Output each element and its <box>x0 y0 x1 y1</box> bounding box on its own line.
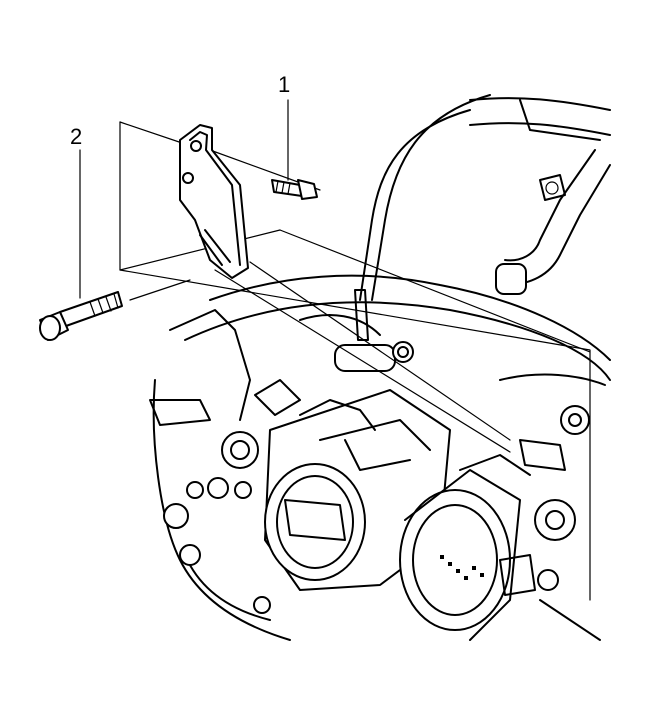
alignment-frame <box>119 121 591 601</box>
mount-boss <box>499 373 606 641</box>
engine-block <box>149 309 381 641</box>
bolt-1 <box>271 99 318 200</box>
intake-tube <box>469 97 611 295</box>
actuator-housing <box>399 454 536 641</box>
callout-2: 2 <box>70 124 83 149</box>
bolt-2 <box>39 149 123 341</box>
engine-cover <box>184 94 611 381</box>
callout-1: 1 <box>278 72 291 97</box>
mounting-bracket <box>179 124 249 279</box>
throttle-body <box>264 389 451 591</box>
